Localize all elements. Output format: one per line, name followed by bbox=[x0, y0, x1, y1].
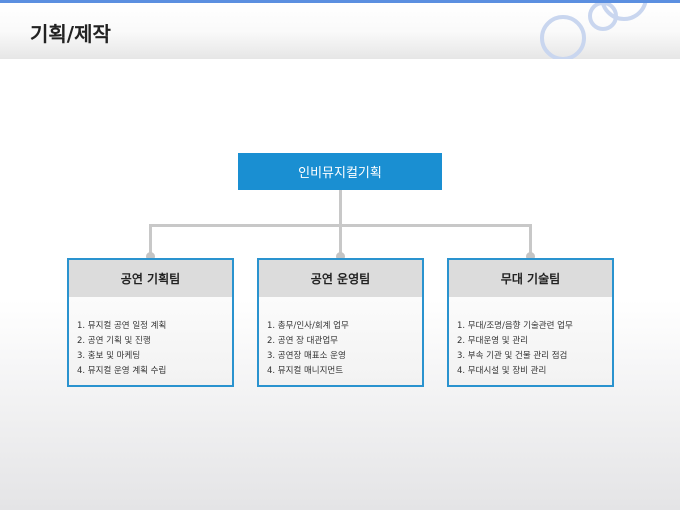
team-box-stage-tech: 무대 기술팀 1. 무대/조명/음향 기술관련 업무 2. 무대운영 및 관리 … bbox=[447, 258, 614, 387]
team-duty: 3. 공연장 매표소 운영 bbox=[267, 351, 346, 361]
connector-dot bbox=[526, 252, 535, 261]
team-duty: 3. 부속 기관 및 건물 관리 점검 bbox=[457, 351, 568, 361]
top-accent-bar bbox=[0, 0, 680, 3]
team-duty: 2. 공연 기획 및 진행 bbox=[77, 336, 151, 346]
team-duty: 2. 공연 장 대관업무 bbox=[267, 336, 338, 346]
team-box-operations: 공연 운영팀 1. 총무/인사/회계 업무 2. 공연 장 대관업무 3. 공연… bbox=[257, 258, 424, 387]
team-name: 공연 운영팀 bbox=[259, 260, 422, 297]
team-duty: 3. 홍보 및 마케팅 bbox=[77, 351, 141, 361]
connector-line bbox=[339, 190, 342, 226]
team-duty: 2. 무대운영 및 관리 bbox=[457, 336, 528, 346]
slide-header: 기획/제작 bbox=[0, 3, 680, 59]
connector-dot bbox=[146, 252, 155, 261]
team-duty: 4. 무대시설 및 장비 관리 bbox=[457, 366, 547, 376]
page-title: 기획/제작 bbox=[30, 22, 111, 46]
connector-line bbox=[339, 224, 342, 256]
team-name: 공연 기획팀 bbox=[69, 260, 232, 297]
team-duty: 1. 총무/인사/회계 업무 bbox=[267, 321, 349, 331]
connector-line bbox=[529, 224, 532, 256]
team-box-planning: 공연 기획팀 1. 뮤지컬 공연 일정 계획 2. 공연 기획 및 진행 3. … bbox=[67, 258, 234, 387]
org-root-box: 인비뮤지컬기획 bbox=[238, 153, 442, 190]
connector-line bbox=[149, 224, 152, 256]
decorative-circle bbox=[540, 15, 586, 59]
connector-dot bbox=[336, 252, 345, 261]
team-duty: 1. 무대/조명/음향 기술관련 업무 bbox=[457, 321, 573, 331]
team-name: 무대 기술팀 bbox=[449, 260, 612, 297]
team-duty: 4. 뮤지컬 매니지먼트 bbox=[267, 366, 344, 376]
team-duty: 4. 뮤지컬 운영 계획 수립 bbox=[77, 366, 167, 376]
team-duty: 1. 뮤지컬 공연 일정 계획 bbox=[77, 321, 167, 331]
